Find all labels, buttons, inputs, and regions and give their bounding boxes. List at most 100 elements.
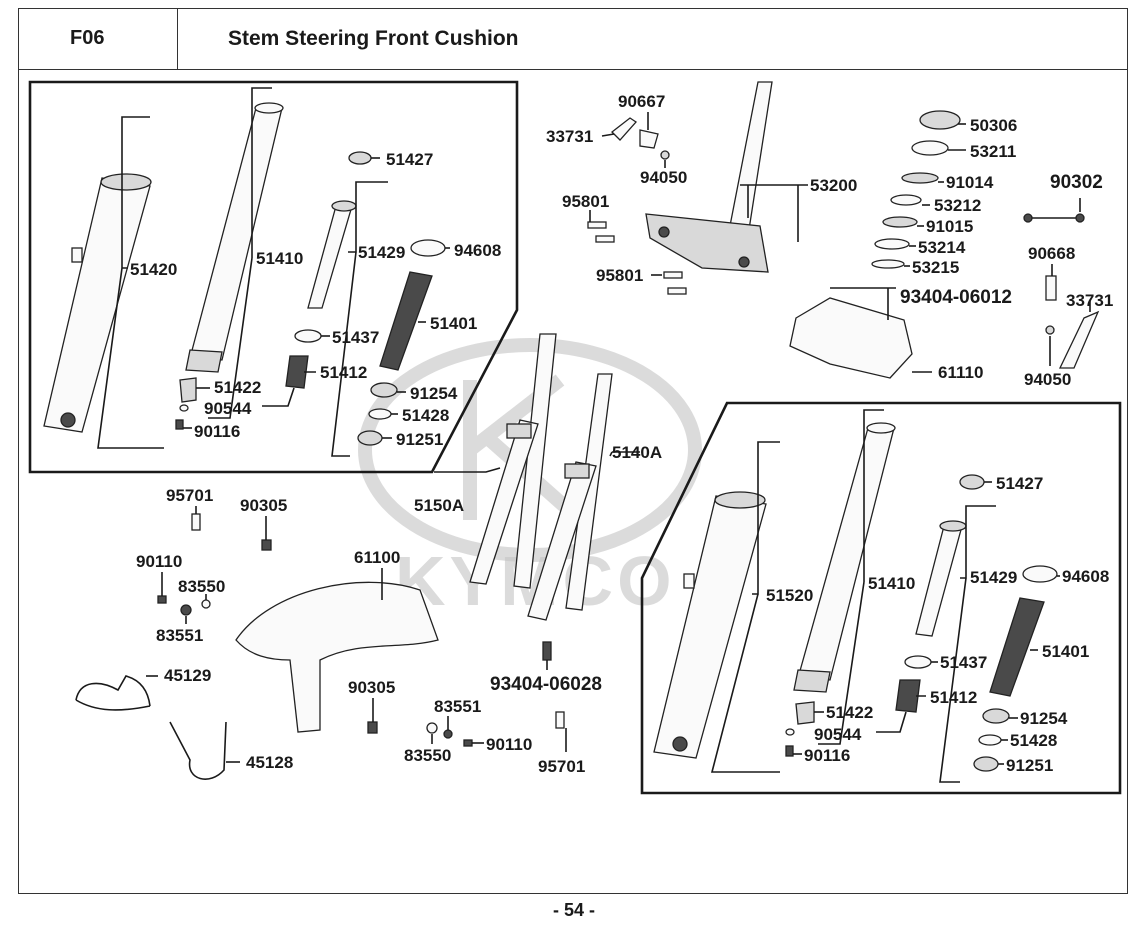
bracket-51429b: [939, 505, 996, 783]
label-90305b: 90305: [348, 678, 395, 697]
washer-83550a: [201, 599, 211, 609]
oring-right-90544: [785, 728, 795, 736]
label-94050a: 94050: [640, 168, 687, 187]
bolt-93404-06028: [542, 641, 552, 661]
page-number: - 54 -: [552, 900, 595, 920]
leader-5150A: [434, 467, 501, 473]
label-51412a: 51412: [320, 363, 367, 382]
label-95701b: 95701: [538, 757, 585, 776]
label-51410a: 51410: [256, 249, 303, 268]
grip-33731b: [1058, 310, 1100, 369]
label-5140A: 5140A: [612, 443, 662, 462]
label-90116b: 90116: [804, 746, 850, 765]
clip-left-51428: [368, 408, 392, 420]
bearing-91015: [882, 216, 918, 228]
label-51422b: 51422: [826, 703, 873, 722]
label-51420: 51420: [130, 260, 177, 279]
screw-90110b: [463, 739, 473, 747]
label-53215: 53215: [912, 258, 959, 277]
label-83551b: 83551: [434, 697, 481, 716]
label-51437a: 51437: [332, 328, 379, 347]
inner-tube-left-51410: [185, 102, 284, 373]
bearing-91014: [901, 172, 939, 184]
ring-right-51437: [904, 655, 932, 669]
clip-90305a: [261, 539, 272, 551]
nut-83551a: [180, 604, 192, 616]
cap-left-51427: [348, 151, 372, 165]
label-5150A: 5150A: [414, 496, 464, 515]
washer-83550b: [426, 722, 438, 734]
race-53211: [911, 140, 949, 156]
bracket-51429: [331, 181, 388, 457]
race-53212: [890, 194, 922, 206]
cap-right-51427: [959, 474, 985, 490]
label-91015: 91015: [926, 217, 973, 236]
bolts-95801b: [663, 271, 687, 295]
page-frame: [18, 8, 1128, 894]
label-91251a: 91251: [396, 430, 443, 449]
label-95801a: 95801: [562, 192, 609, 211]
label-53214: 53214: [918, 238, 966, 257]
label-90305a: 90305: [240, 496, 287, 515]
label-91251b: 91251: [1006, 756, 1053, 775]
seal-left-91254: [370, 382, 398, 398]
label-61110: 61110: [938, 363, 983, 382]
spring-right-51412: [895, 679, 921, 713]
spring-right-51401: [989, 597, 1045, 697]
label-51427a: 51427: [386, 150, 433, 169]
section-title: Stem Steering Front Cushion: [178, 8, 1128, 70]
rod-90302: [1023, 213, 1085, 223]
bracket-51412b: [876, 695, 926, 733]
rod-right-51429: [915, 520, 967, 637]
clip-90305b: [367, 721, 378, 734]
steering-stem-53200: [645, 81, 773, 273]
label-90302: 90302: [1050, 172, 1103, 193]
label-53212: 53212: [934, 196, 981, 215]
label-91014: 91014: [946, 173, 994, 192]
label-51429a: 51429: [358, 243, 405, 262]
label-83550a: 83550: [178, 577, 225, 596]
section-code: F06: [18, 8, 178, 70]
label-51401a: 51401: [430, 314, 477, 333]
label-90110b: 90110: [486, 735, 532, 754]
nut-94050b: [1045, 325, 1055, 335]
ring-left-94608: [410, 239, 446, 257]
label-50306: 50306: [970, 116, 1017, 135]
cover-61110: [789, 297, 913, 379]
piece-right-51422: [795, 701, 815, 725]
rod-left-51429: [307, 200, 357, 309]
label-95801b: 95801: [596, 266, 643, 285]
bolt-95701b: [555, 711, 565, 729]
label-83551a: 83551: [156, 626, 203, 645]
wire-clip-45128: [169, 721, 227, 780]
bolt-left-90116: [175, 419, 184, 430]
label-33731b: 33731: [1066, 291, 1113, 310]
bolts-95801a: [587, 221, 615, 243]
bracket-90668: [1045, 275, 1057, 301]
bracket-53200: [740, 184, 808, 242]
bracket-51412: [262, 371, 316, 407]
wire-clip-45129: [75, 675, 151, 711]
seal-left-91251: [357, 430, 383, 446]
label-95701a: 95701: [166, 486, 213, 505]
parts-diagram: KYMCO: [28, 80, 1122, 795]
spring-left-51401: [379, 271, 433, 371]
label-51428a: 51428: [402, 406, 449, 425]
spring-left-51412: [285, 355, 309, 389]
label-93404-06012: 93404-06012: [900, 287, 1012, 308]
nut-83551b: [443, 729, 453, 739]
label-91254a: 91254: [410, 384, 458, 403]
left-assembly-box: [28, 80, 519, 474]
label-90544b: 90544: [814, 725, 862, 744]
bracket-93404-06012: [830, 287, 896, 320]
ring-left-51437: [294, 329, 322, 343]
label-33731a: 33731: [546, 127, 593, 146]
right-assembly-box: [640, 401, 1122, 795]
label-90668: 90668: [1028, 244, 1075, 263]
label-91254b: 91254: [1020, 709, 1068, 728]
label-90544a: 90544: [204, 399, 252, 418]
label-93404-06028: 93404-06028: [490, 674, 602, 695]
fork-leg-right-51520: [653, 491, 767, 759]
fork-leg-left-51420: [43, 173, 152, 433]
label-45129: 45129: [164, 666, 211, 685]
